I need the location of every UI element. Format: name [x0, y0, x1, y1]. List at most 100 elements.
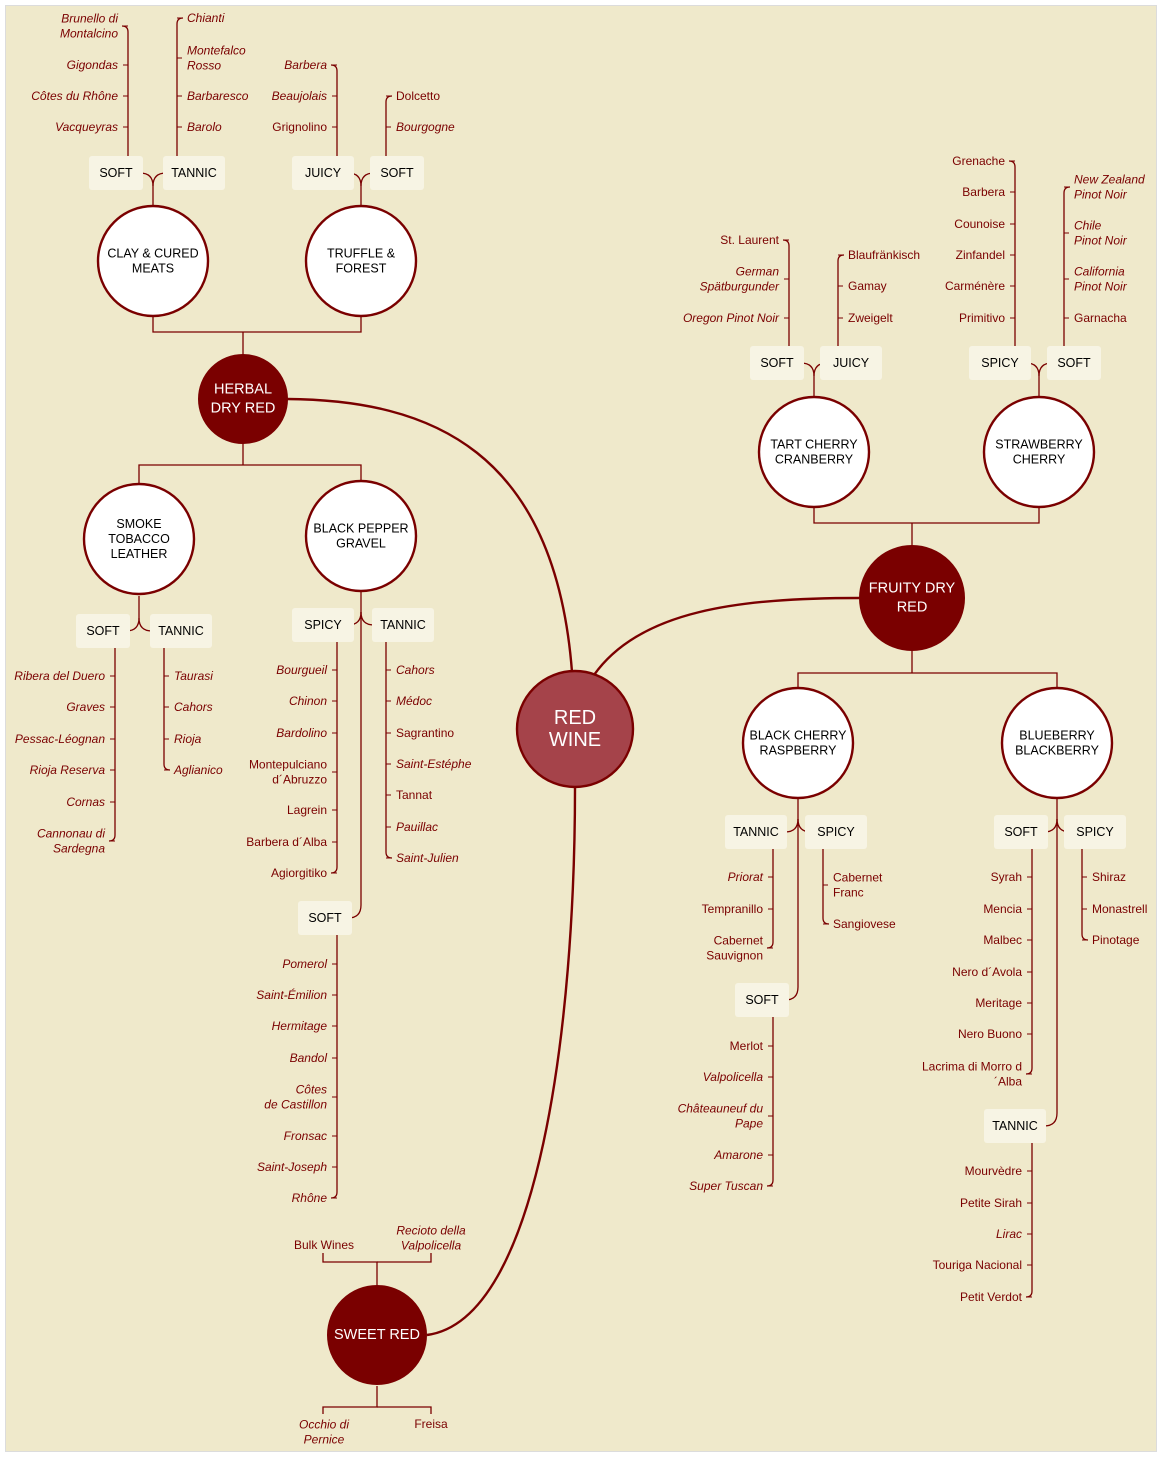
- subcategory-truffle-label: TRUFFLE &FOREST: [327, 247, 396, 276]
- bc_spicy-tag-label: SPICY: [817, 825, 855, 839]
- pepper_soft-wine: Fronsac: [284, 1129, 327, 1143]
- bc_soft-wine: Merlot: [730, 1039, 764, 1053]
- smoke_soft-wine: Graves: [66, 700, 105, 714]
- clay_tannic-tag: [163, 156, 225, 190]
- connector-line: [1008, 160, 1016, 346]
- tart_juicy-tag: [820, 346, 882, 380]
- smoke_soft-wine: Rioja Reserva: [30, 763, 106, 777]
- pepper_soft-tag: [298, 901, 352, 935]
- pepper_soft-tag-label: SOFT: [308, 911, 342, 925]
- clay_tannic-wine: Chianti: [187, 11, 225, 25]
- connector-line: [286, 397, 574, 673]
- truffle_soft-wine: Dolcetto: [396, 89, 440, 103]
- smoke_soft-wine: Ribera del Duero: [14, 669, 105, 683]
- subcategory-truffle-circle: [304, 204, 418, 318]
- straw_spicy-tag-label: SPICY: [981, 356, 1019, 370]
- connector-line: [138, 464, 362, 483]
- connector-line: [377, 1406, 432, 1414]
- bb_tannic-wine: Lirac: [996, 1227, 1022, 1241]
- straw_spicy-wine: Grenache: [952, 154, 1005, 168]
- bb_soft-wine: Nero Buono: [958, 1027, 1022, 1041]
- tart_juicy-wine: Blaufränkisch: [848, 248, 920, 262]
- pepper_tannic-wine: Médoc: [396, 694, 432, 708]
- connector-line: [138, 617, 153, 632]
- straw_spicy-wine: Carménère: [945, 279, 1005, 293]
- connector-line: [1025, 1143, 1033, 1298]
- connector-line: [593, 596, 860, 676]
- bc_tannic-tag-label: TANNIC: [733, 825, 779, 839]
- pepper_spicy-tag-label: SPICY: [304, 618, 342, 632]
- pepper_soft-wine: Bandol: [290, 1051, 328, 1065]
- pepper_soft-wine: Saint-Émilion: [256, 987, 327, 1002]
- subcategory-blueberry-circle: [1000, 686, 1114, 800]
- pepper_tannic-tag: [372, 608, 434, 642]
- bb_tannic-wine: Petite Sirah: [960, 1196, 1022, 1210]
- straw_soft-wine: Garnacha: [1074, 311, 1127, 325]
- straw_soft-tag: [1047, 346, 1101, 380]
- connector-lines: [108, 17, 1089, 1414]
- bb_soft-wine: Nero d´Avola: [952, 965, 1022, 979]
- truffle_juicy-wine: Beaujolais: [272, 89, 327, 103]
- smoke_soft-wine: Cornas: [66, 795, 105, 809]
- sweet-top-wine: Bulk Wines: [294, 1238, 354, 1252]
- category-fruity-dry-red-circle: [859, 545, 965, 651]
- connector-line: [1063, 186, 1071, 346]
- bc_soft-tag: [735, 983, 789, 1017]
- connector-line: [152, 316, 362, 333]
- connector-line: [1043, 819, 1058, 1127]
- connector-line: [322, 1386, 378, 1414]
- bc_soft-wine: Valpolicella: [703, 1070, 764, 1084]
- tart_juicy-wine: Gamay: [848, 279, 887, 293]
- bb_spicy-tag: [1064, 815, 1126, 849]
- connector-line: [426, 787, 577, 1337]
- clay_soft-wine: Côtes du Rhône: [31, 89, 118, 103]
- connector-line: [766, 849, 774, 949]
- subcategory-smoke-circle: [82, 482, 196, 596]
- pepper_spicy-wine: Bardolino: [276, 726, 327, 740]
- straw_spicy-wine: Zinfandel: [956, 248, 1005, 262]
- bb_soft-tag: [994, 815, 1048, 849]
- clay_tannic-wine: Barbaresco: [187, 89, 249, 103]
- pepper_soft-wine: Rhône: [292, 1191, 328, 1205]
- pepper_spicy-tag: [292, 608, 354, 642]
- connector-line: [108, 648, 116, 842]
- connector-line: [385, 95, 393, 156]
- bb_spicy-wine: Monastrell: [1092, 902, 1147, 916]
- straw_spicy-tag: [969, 346, 1031, 380]
- bc_tannic-wine: Priorat: [728, 870, 764, 884]
- pepper_tannic-tag-label: TANNIC: [380, 618, 426, 632]
- smoke_soft-wine: Pessac-Léognan: [15, 732, 105, 746]
- tart_soft-wine: Oregon Pinot Noir: [683, 311, 780, 325]
- root-red-wine-circle: [515, 669, 635, 789]
- connector-line: [163, 648, 171, 771]
- straw_spicy-wine: Barbera: [962, 185, 1005, 199]
- smoke_tannic-wine: Cahors: [174, 700, 213, 714]
- tart_soft-wine: St. Laurent: [720, 233, 779, 247]
- pepper_tannic-wine: Cahors: [396, 663, 435, 677]
- smoke_tannic-wine: Rioja: [174, 732, 202, 746]
- straw_soft-tag-label: SOFT: [1057, 356, 1091, 370]
- truffle_juicy-tag-label: JUICY: [305, 166, 342, 180]
- clay_soft-tag: [89, 156, 143, 190]
- straw_spicy-wine: Primitivo: [959, 311, 1005, 325]
- truffle_juicy-wine: Grignolino: [272, 120, 327, 134]
- truffle_soft-wine: Bourgogne: [396, 120, 455, 134]
- bb_soft-wine: Lacrima di Morro d´Alba: [922, 1060, 1022, 1089]
- category-sweet-red-circle: [327, 1285, 427, 1385]
